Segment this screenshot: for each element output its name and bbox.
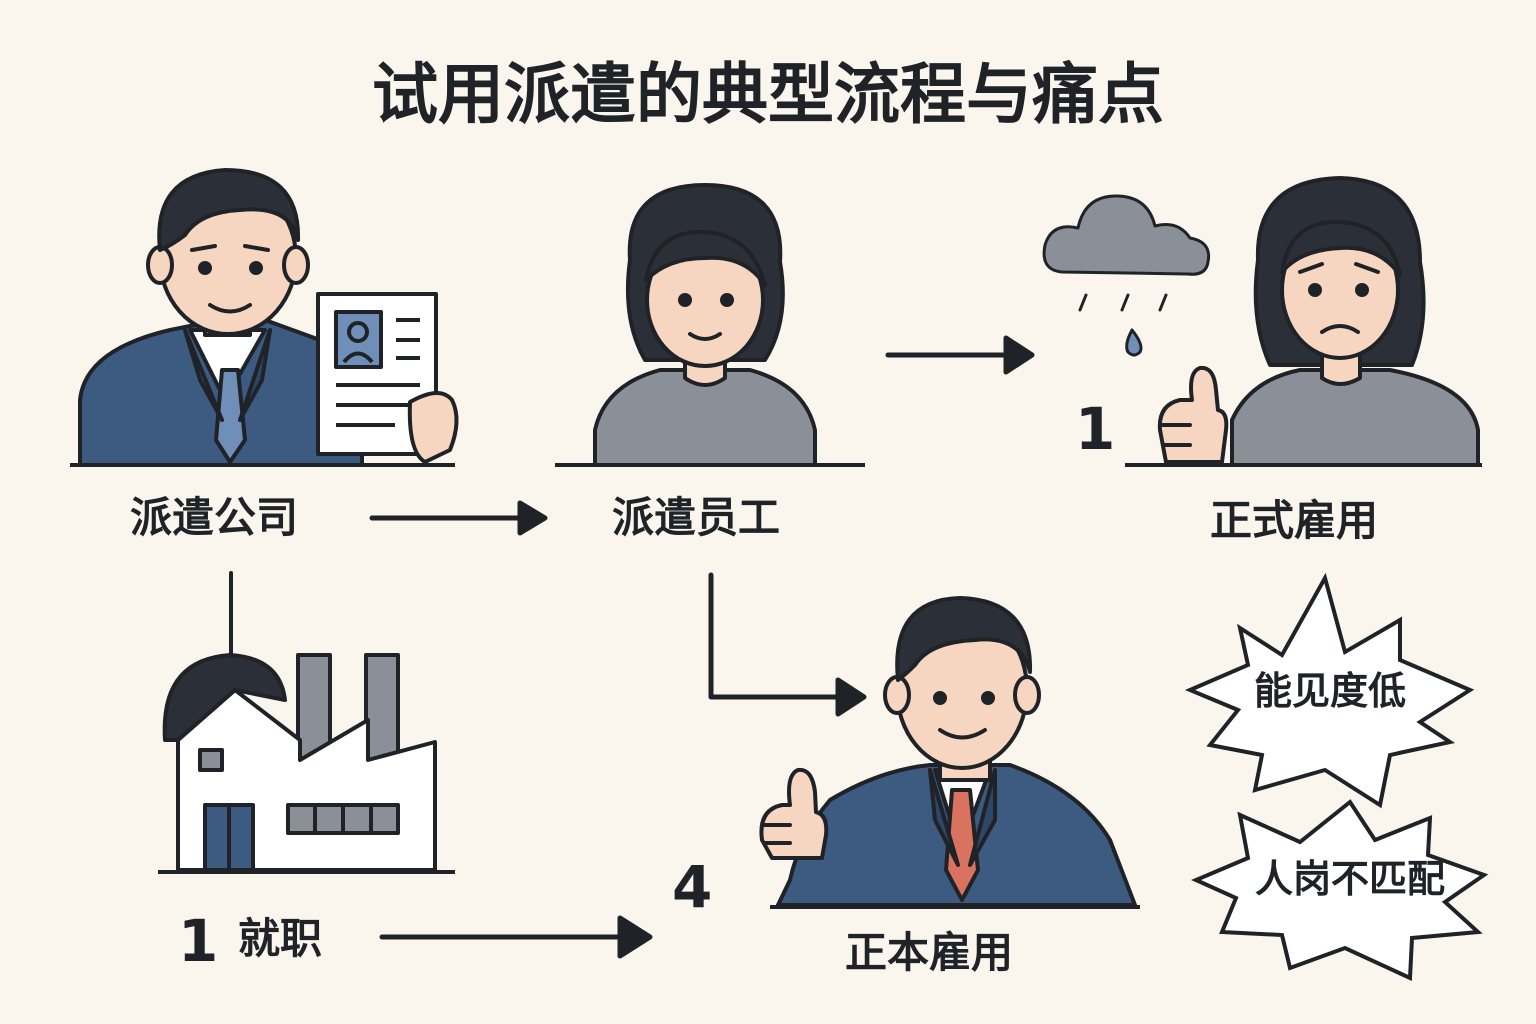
step-number-right: 1 (1075, 395, 1116, 463)
step-label-job: 就职 (238, 914, 323, 963)
thumbs-up-icon (1157, 365, 1229, 464)
page-title: 试用派遣的典型流程与痛点 (372, 56, 1164, 133)
step-number-bottom: 4 (672, 853, 713, 921)
node-label-employment-bottom: 正本雇用 (845, 928, 1014, 977)
pain-burst-mismatch (1191, 799, 1489, 982)
arrow-job-to-hire (379, 915, 653, 959)
sad-worker-icon (1230, 176, 1480, 467)
node-label-worker: 派遣员工 (612, 493, 781, 542)
agent-person-icon (78, 168, 364, 467)
factory-icon (162, 653, 437, 872)
node-label-agency: 派遣公司 (130, 493, 299, 542)
pain-burst-visibility (1184, 572, 1475, 809)
node-label-hire-right: 正式雇用 (1210, 496, 1379, 545)
resume-document-icon (316, 292, 459, 464)
hired-person-icon (759, 596, 1137, 907)
pain-point-visibility: 能见度低 (1253, 669, 1406, 713)
arrow-agency-to-worker (369, 500, 548, 536)
pain-point-mismatch: 人岗不匹配 (1254, 857, 1445, 901)
female-worker-icon (593, 183, 817, 467)
rain-cloud-icon (1042, 194, 1211, 357)
arrow-to-formal-hire (885, 335, 1035, 375)
arrow-worker-to-hired (708, 572, 867, 717)
step-number-job: 1 (178, 907, 219, 975)
